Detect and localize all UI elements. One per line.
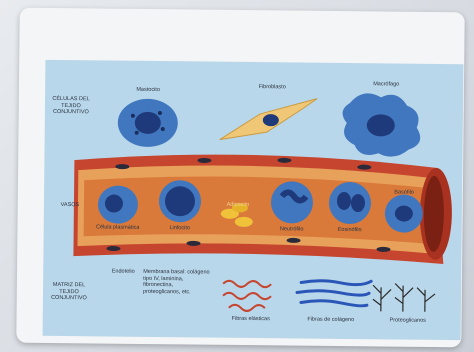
mastocito-cell (118, 99, 178, 148)
label-matriz: MATRIZ DEL TEJIDO CONJUNTIVO (43, 282, 95, 302)
label-proteoglicanos: Proteoglicanos (375, 317, 441, 324)
label-mastocito: Mastocito (125, 87, 171, 94)
label-linfocito: Linfocito (158, 225, 202, 232)
diagram-plate: CÉLULAS DEL TEJIDO CONJUNTIVO VASOS MATR… (43, 60, 464, 340)
label-macrofago: Macrófago (361, 81, 411, 88)
macrofago-cell (342, 93, 421, 157)
label-celula-plasmatica: Célula plasmática (94, 224, 142, 231)
label-endotelio: Endotelio (103, 268, 143, 275)
label-vasos: VASOS (44, 202, 96, 209)
proteoglicanos (373, 283, 435, 312)
fibroblasto-cell (220, 98, 317, 141)
label-basofilo: Basófilo (382, 189, 426, 196)
fibras-colageno (297, 280, 371, 305)
label-eosinofilo: Eosinófilo (328, 227, 372, 234)
label-fibras-colageno: Fibras de colágeno (297, 316, 365, 323)
label-fibras-elasticas: Fibras elásticas (221, 316, 281, 323)
label-fibroblasto: Fibroblasto (247, 84, 297, 91)
label-celulas: CÉLULAS DEL TEJIDO CONJUNTIVO (45, 96, 97, 116)
label-membrana-basal: Membrana basal: colágeno tipo IV, lamini… (143, 269, 211, 296)
label-adipocito: Adipocito (218, 202, 258, 209)
label-neutrofilo: Neutrófilo (270, 226, 314, 233)
diagram-drawing (43, 60, 464, 340)
fibras-elasticas (223, 281, 271, 312)
